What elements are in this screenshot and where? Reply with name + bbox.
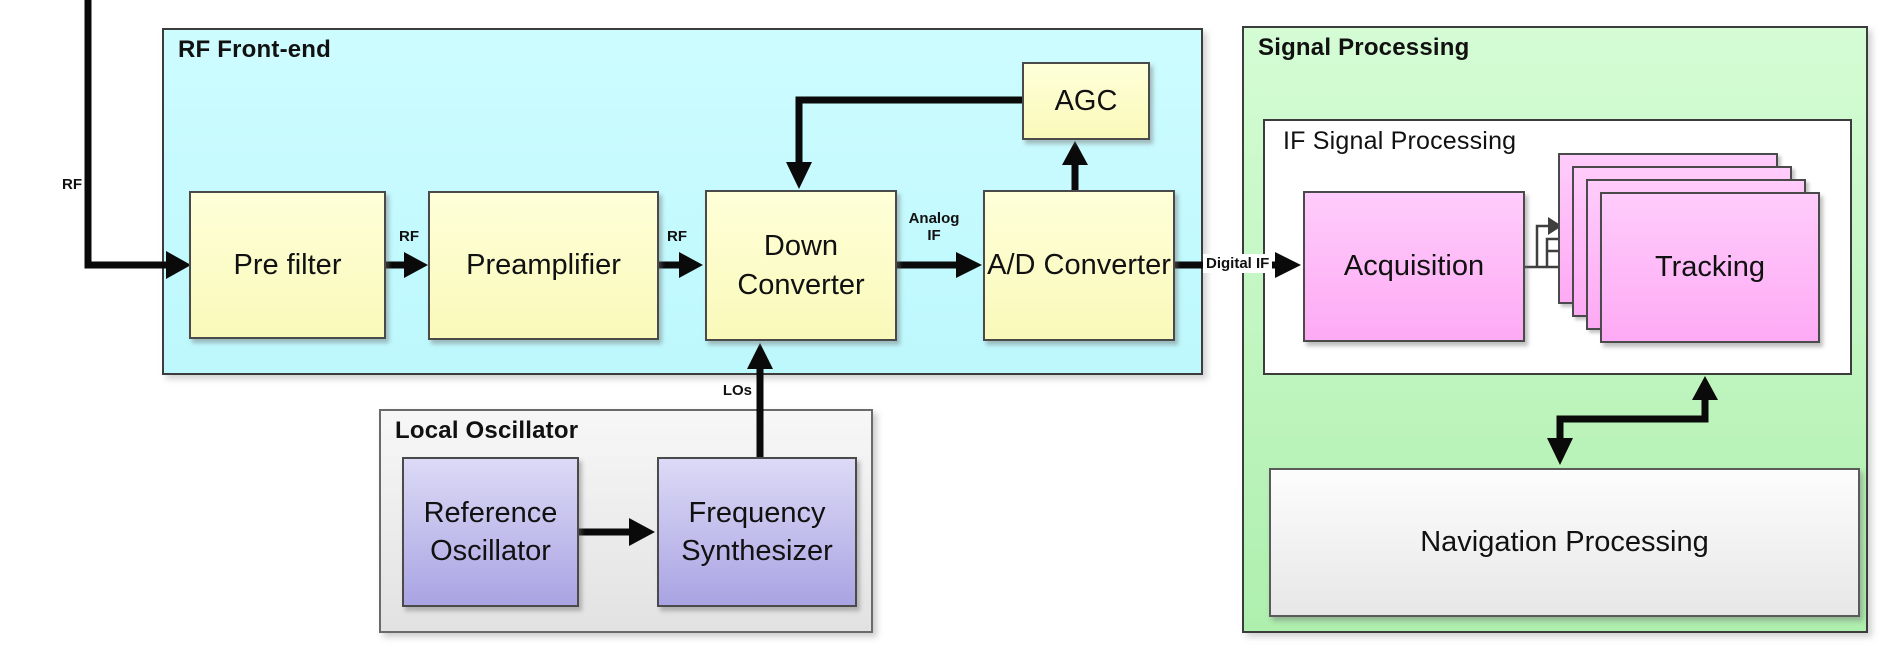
rf-input-label: RF	[62, 176, 82, 193]
ad-converter-block: A/D Converter	[983, 190, 1175, 341]
preamplifier-block: Preamplifier	[428, 191, 659, 340]
reference-oscillator-block: Reference Oscillator	[402, 457, 579, 607]
acquisition-block: Acquisition	[1303, 191, 1525, 342]
signal-processing-title: Signal Processing	[1258, 34, 1470, 61]
antenna-rf-line	[84, 0, 166, 269]
down-converter-block: Down Converter	[705, 190, 897, 341]
pre-filter-block: Pre filter	[189, 191, 386, 339]
local-oscillator-title: Local Oscillator	[395, 417, 579, 444]
agc-block: AGC	[1022, 62, 1150, 140]
rf-label-1: RF	[399, 228, 419, 245]
tracking-block: Tracking	[1600, 192, 1820, 343]
if-signal-processing-title: IF Signal Processing	[1283, 127, 1517, 155]
los-label: LOs	[722, 382, 752, 399]
frequency-synthesizer-block: Frequency Synthesizer	[657, 457, 857, 607]
rf-front-end-title: RF Front-end	[178, 36, 332, 63]
digital-if-label: Digital IF	[1203, 254, 1273, 274]
navigation-processing-block: Navigation Processing	[1269, 468, 1860, 617]
rf-label-2: RF	[667, 228, 687, 245]
